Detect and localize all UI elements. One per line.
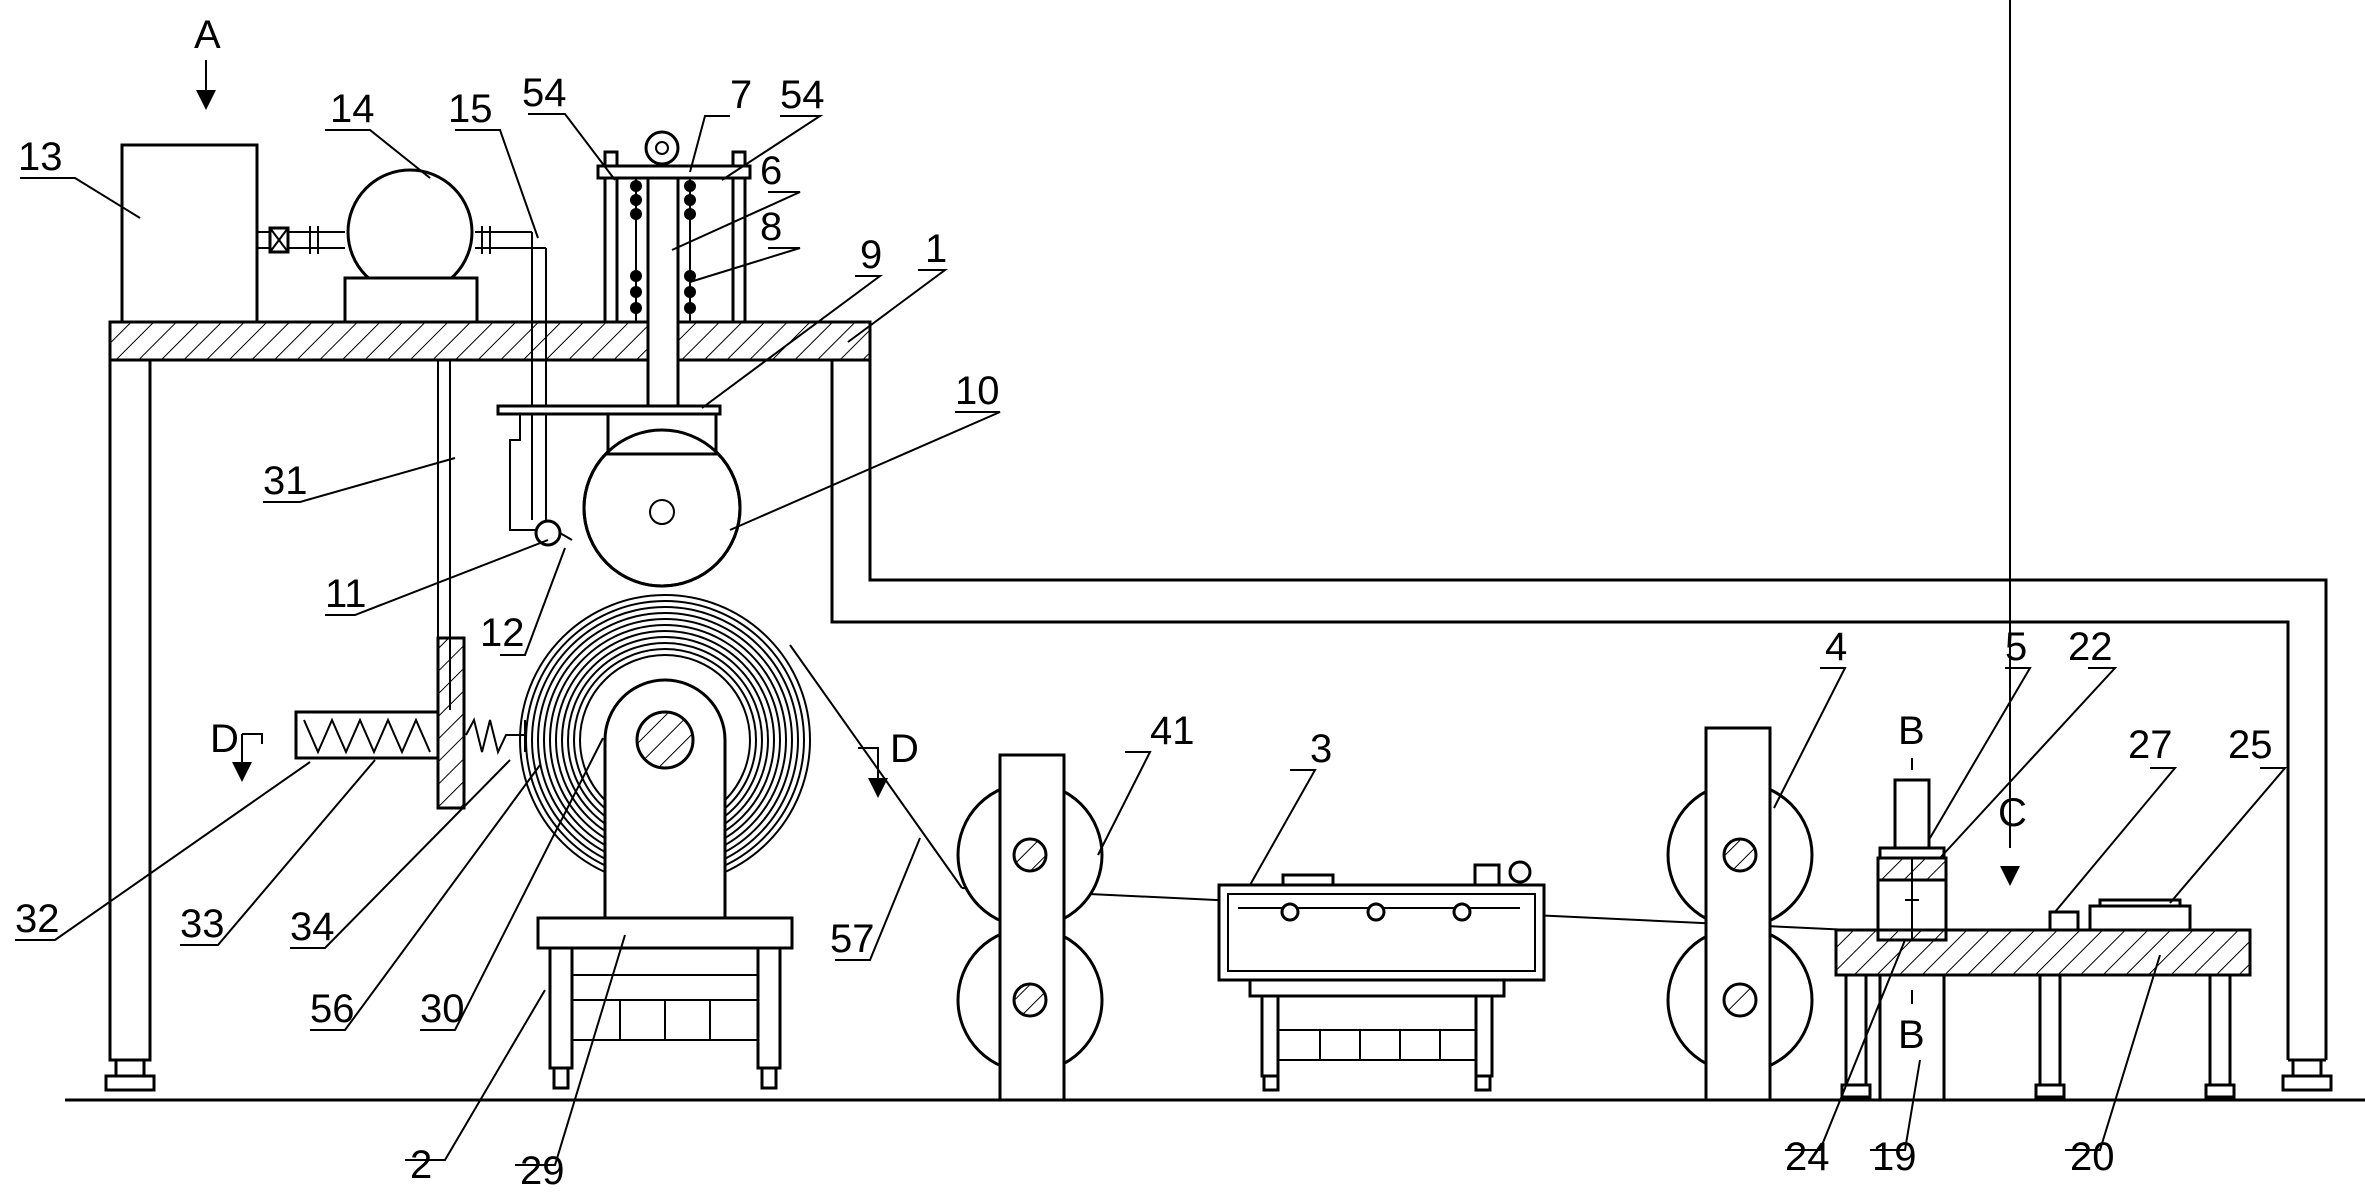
label-2: 2: [410, 1143, 432, 1187]
label-25: 25: [2228, 723, 2273, 767]
label-19: 19: [1872, 1135, 1917, 1179]
treatment-box: [1217, 860, 1546, 1092]
label-6: 6: [760, 149, 782, 193]
tank: [120, 143, 259, 324]
main-frame: [104, 320, 2333, 1092]
label-31: 31: [263, 459, 308, 503]
label-20: 20: [2070, 1135, 2115, 1179]
label-22: 22: [2068, 625, 2113, 669]
label-30: 30: [420, 987, 465, 1031]
label-12: 12: [480, 611, 525, 655]
label-56: 56: [310, 987, 355, 1031]
label-4: 4: [1825, 625, 1847, 669]
section-label-d-left: D: [210, 717, 239, 761]
label-29: 29: [520, 1149, 565, 1193]
roller-stand-right: [1666, 726, 1814, 1102]
label-1: 1: [925, 227, 947, 271]
label-10: 10: [955, 369, 1000, 413]
label-57: 57: [830, 917, 875, 961]
section-label-a: A: [194, 13, 221, 57]
label-11: 11: [325, 572, 367, 616]
label-14: 14: [330, 87, 375, 131]
section-label-b-top: B: [1898, 709, 1925, 753]
label-3: 3: [1310, 727, 1332, 771]
label-5: 5: [2005, 625, 2027, 669]
feed-pipe: [257, 226, 547, 520]
section-label-c: C: [1998, 791, 2027, 835]
pump: [343, 168, 479, 324]
support-rod: [436, 360, 466, 810]
label-24: 24: [1785, 1135, 1830, 1179]
label-8: 8: [760, 205, 782, 249]
label-33: 33: [180, 902, 225, 946]
label-54-right: 54: [780, 73, 825, 117]
section-label-d-right: D: [890, 727, 919, 771]
tension-cylinder: [294, 710, 526, 760]
section-arrows: [196, 0, 2020, 1004]
spray-nozzle: [509, 414, 573, 547]
press-assembly: [496, 130, 752, 588]
material-coil: [519, 594, 811, 1090]
output-table: [1834, 898, 2252, 1099]
leader-lines: [15, 113, 2288, 1166]
label-32: 32: [15, 897, 60, 941]
label-9: 9: [860, 233, 882, 277]
label-13: 13: [18, 135, 63, 179]
label-15: 15: [448, 87, 493, 131]
label-7: 7: [730, 73, 752, 117]
part-labels: 13 14 15 54 7 54 6 8 9 1 10 31 11 12 32 …: [15, 71, 2273, 1193]
label-41: 41: [1150, 709, 1195, 753]
label-34: 34: [290, 905, 335, 949]
section-label-b-bottom: B: [1898, 1013, 1925, 1057]
label-54-left: 54: [522, 71, 567, 115]
section-labels: A D D B C B: [194, 13, 2027, 1057]
roller-stand-left: [956, 753, 1104, 1102]
label-27: 27: [2128, 723, 2173, 767]
